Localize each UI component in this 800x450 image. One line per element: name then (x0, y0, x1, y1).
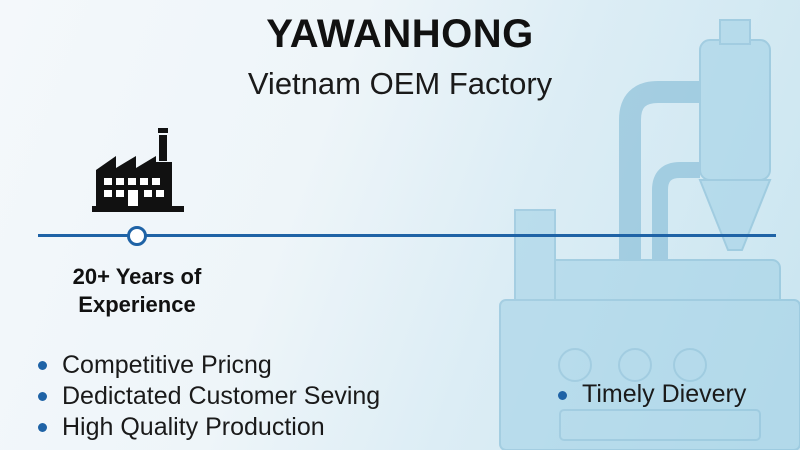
feature-text: Dedictated Customer Seving (62, 382, 381, 410)
list-item: Dedictated Customer Seving (38, 381, 380, 412)
industrial-machine-illustration (499, 19, 800, 450)
milestone-label-line1: 20+ Years of (72, 264, 202, 289)
feature-text: High Quality Production (62, 413, 325, 441)
page-subtitle: Vietnam OEM Factory (247, 66, 553, 101)
factory-icon (92, 128, 184, 212)
timeline-marker (127, 226, 147, 246)
page-title: YAWANHONG (266, 12, 534, 56)
bullet-icon (558, 391, 567, 400)
extra-feature-text: Timely Dievery (582, 380, 747, 408)
list-item: High Quality Production (38, 412, 380, 443)
bullet-icon (38, 361, 47, 370)
extra-feature: Timely Dievery (558, 380, 746, 409)
bullet-icon (38, 423, 47, 432)
milestone-label-line2: Experience (78, 292, 196, 317)
feature-list: Competitive Pricng Dedictated Customer S… (38, 350, 380, 443)
bullet-icon (38, 392, 47, 401)
feature-text: Competitive Pricng (62, 351, 272, 379)
milestone-label: 20+ Years of Experience (52, 263, 222, 319)
list-item: Competitive Pricng (38, 350, 380, 381)
timeline-line (38, 234, 776, 237)
